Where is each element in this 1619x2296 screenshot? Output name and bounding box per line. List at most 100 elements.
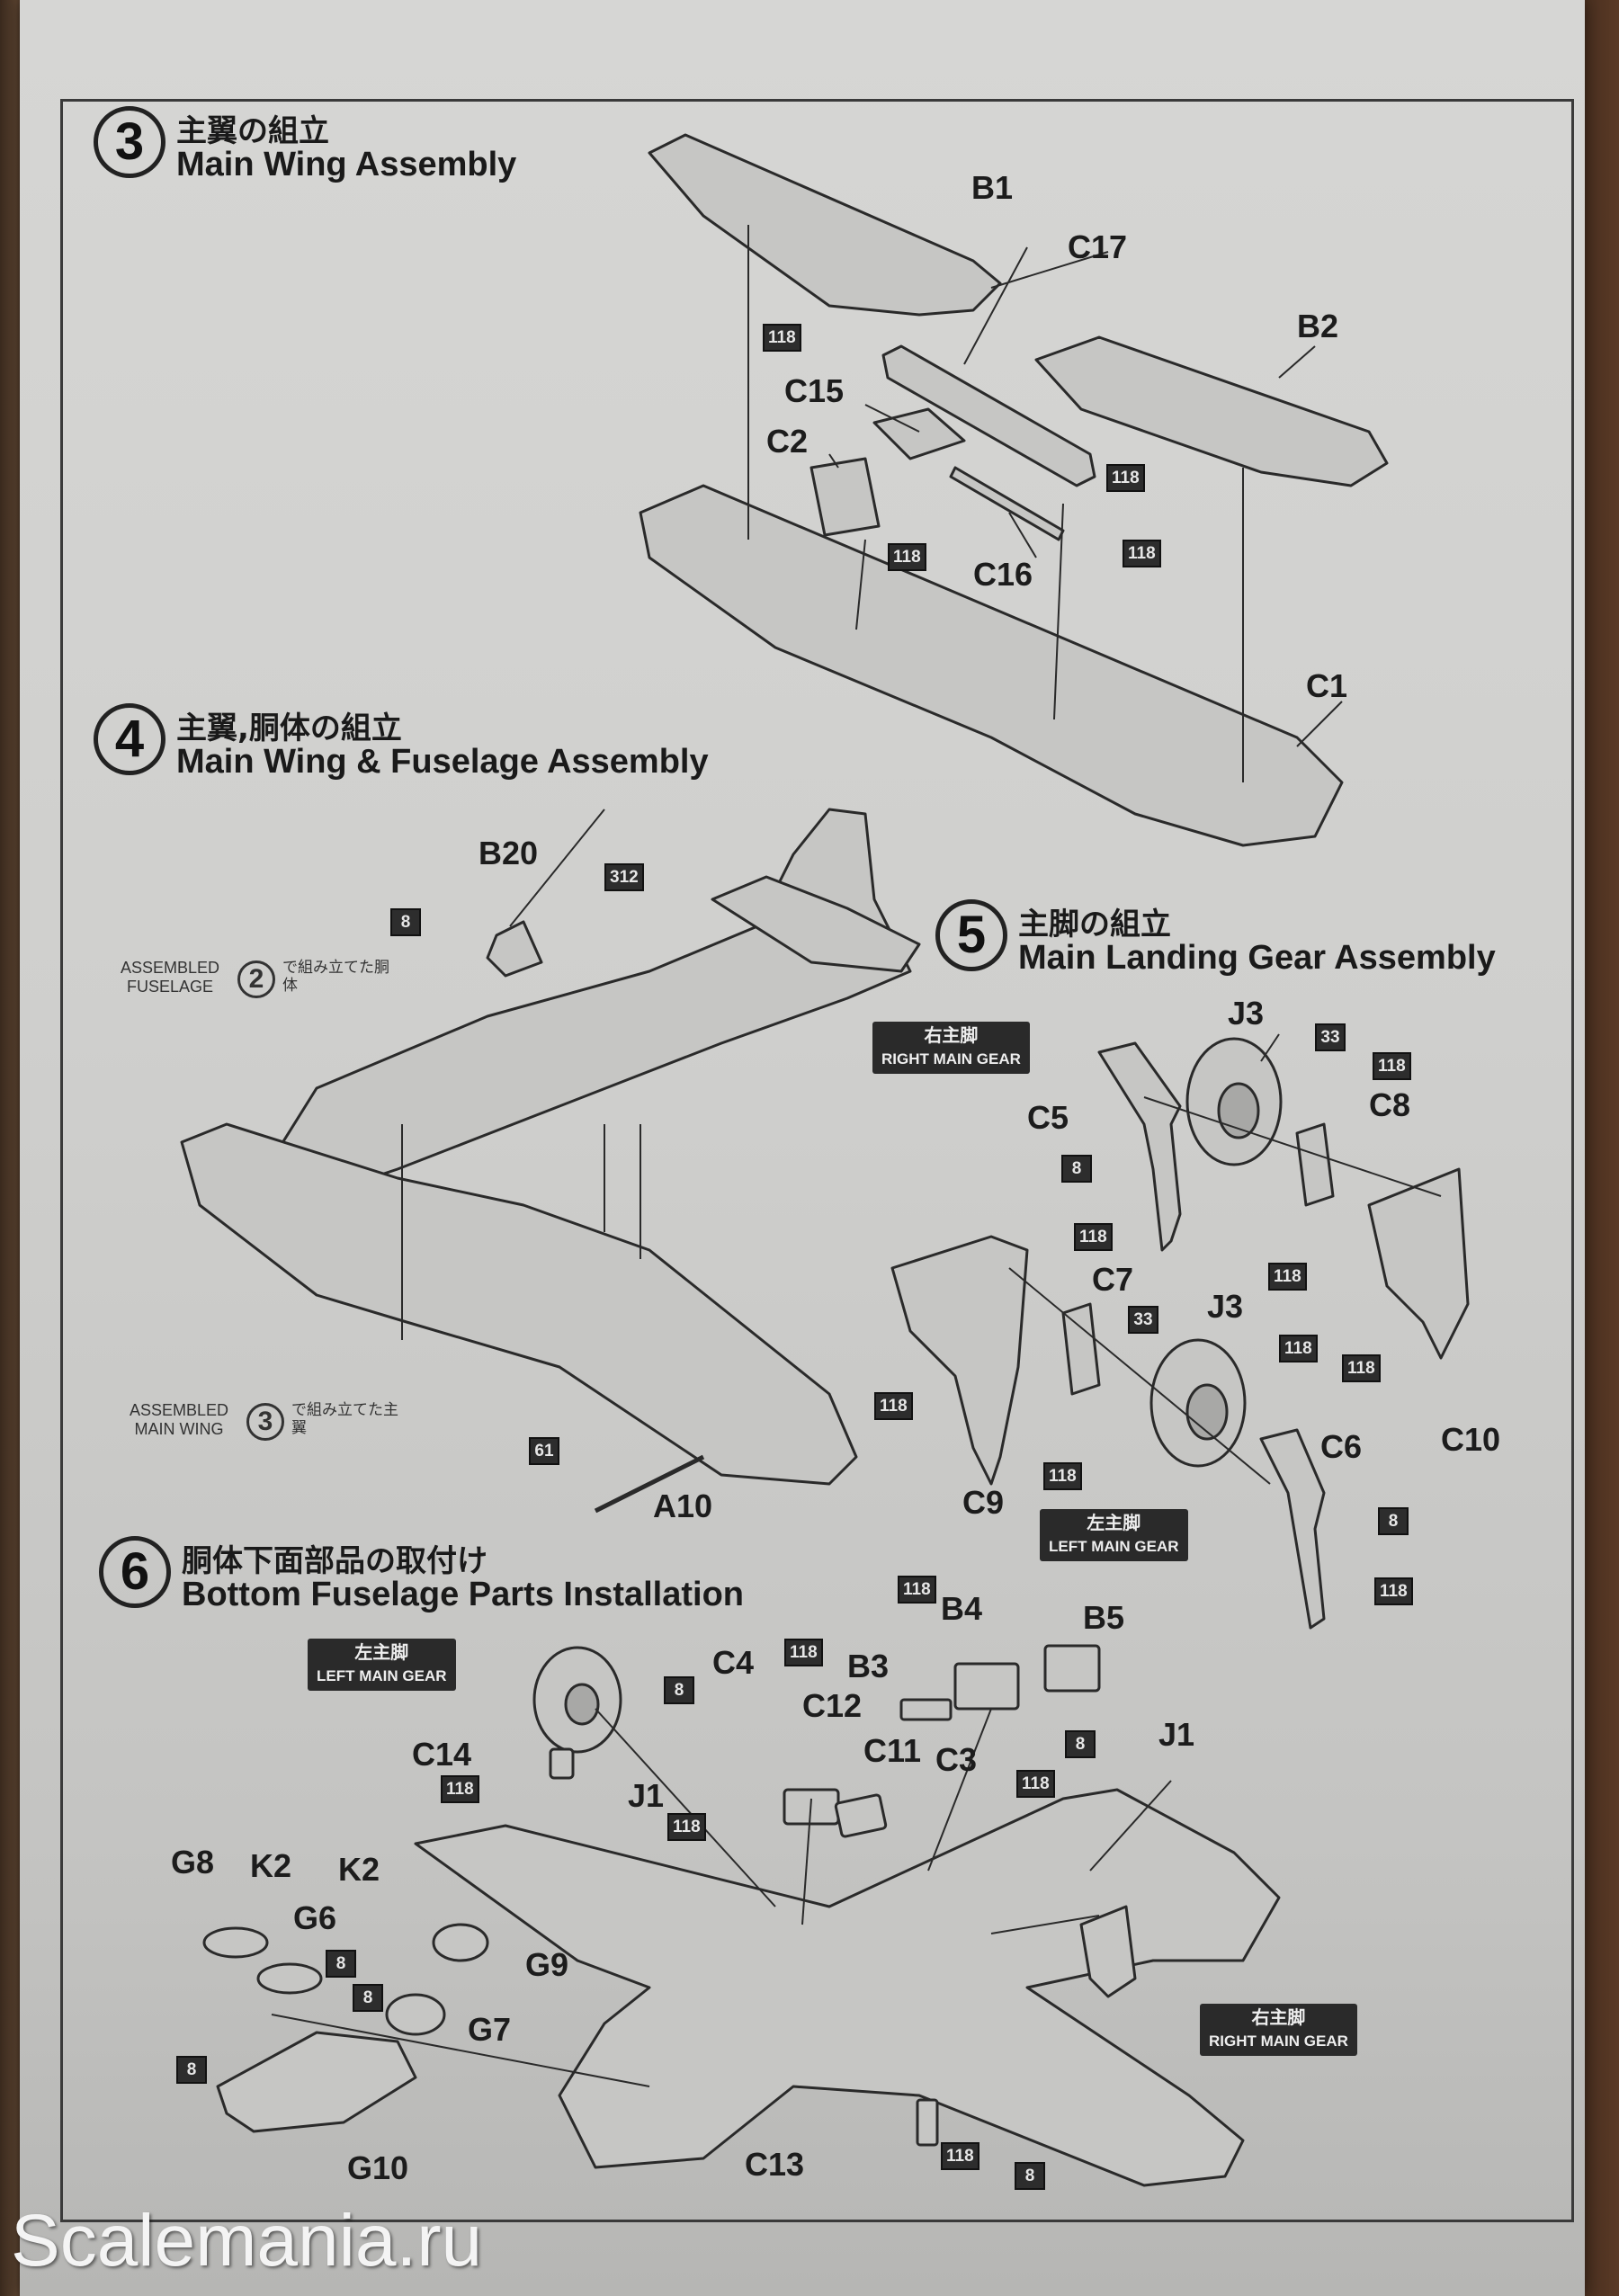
assembled-fuselage-en: ASSEMBLED FUSELAGE xyxy=(120,959,220,996)
left-gear-jp: 左主脚 xyxy=(308,1639,456,1666)
part-c8 xyxy=(1295,1122,1335,1207)
color-code-8: 8 xyxy=(1065,1730,1096,1758)
part-c6-strut xyxy=(1259,1428,1326,1630)
part-c16-rod xyxy=(949,466,1065,541)
part-c2 xyxy=(810,457,881,537)
part-label-c6: C6 xyxy=(1320,1428,1363,1465)
part-label-g6: G6 xyxy=(293,1899,337,1936)
instruction-sheet: 3 主翼の組立 Main Wing Assembly B1 C17 B2 C15… xyxy=(20,0,1585,2296)
step-number: 5 xyxy=(935,899,1007,971)
color-code-118: 118 xyxy=(1279,1335,1318,1362)
watermark: Scalemania.ru xyxy=(11,2200,483,2282)
part-a10-antenna xyxy=(594,1454,705,1514)
part-g7 xyxy=(385,1993,446,2036)
page-frame xyxy=(60,99,1574,2222)
color-code-118: 118 xyxy=(763,324,801,352)
part-c15 xyxy=(872,407,966,460)
part-c1-lower-wing xyxy=(639,484,1344,847)
part-label-c11: C11 xyxy=(863,1732,922,1769)
right-gear-en: RIGHT MAIN GEAR xyxy=(1200,2031,1357,2056)
color-code-33: 33 xyxy=(1128,1306,1158,1334)
part-label-g8: G8 xyxy=(171,1844,215,1881)
assembled-wing-jp: で組み立てた主翼 xyxy=(291,1401,398,1437)
color-code-8: 8 xyxy=(353,1984,383,2012)
color-code-118: 118 xyxy=(1268,1263,1307,1291)
part-c14 xyxy=(549,1747,575,1780)
color-code-118: 118 xyxy=(667,1813,706,1841)
part-b3 xyxy=(899,1698,953,1721)
part-label-k2: K2 xyxy=(250,1847,292,1884)
part-b2-upper-wing xyxy=(1034,335,1389,487)
part-label-c7: C7 xyxy=(1092,1261,1134,1298)
part-label-g9: G9 xyxy=(525,1946,569,1983)
part-label-k2: K2 xyxy=(338,1851,380,1888)
color-code-118: 118 xyxy=(441,1775,479,1803)
color-code-118: 118 xyxy=(888,543,926,571)
part-label-b5: B5 xyxy=(1083,1599,1125,1636)
part-label-j3: J3 xyxy=(1228,995,1265,1032)
left-gear-en: LEFT MAIN GEAR xyxy=(1040,1536,1188,1561)
color-code-118: 118 xyxy=(784,1639,823,1666)
assembled-wing-step: 3 xyxy=(246,1403,284,1441)
color-code-118: 118 xyxy=(1106,464,1145,492)
color-code-8: 8 xyxy=(664,1676,694,1704)
step-title-jp: 主翼,胴体の組立 xyxy=(176,710,402,746)
part-label-c17: C17 xyxy=(1068,228,1128,265)
step-number: 4 xyxy=(94,703,165,775)
part-label-c10: C10 xyxy=(1441,1421,1501,1458)
color-code-8: 8 xyxy=(1378,1507,1409,1535)
part-g10 xyxy=(216,2031,417,2133)
color-code-33: 33 xyxy=(1315,1023,1346,1051)
part-label-j1: J1 xyxy=(628,1777,665,1814)
part-label-c5: C5 xyxy=(1027,1099,1069,1136)
right-gear-unit xyxy=(1079,1905,1137,1998)
part-c13 xyxy=(916,2098,939,2147)
step-number: 3 xyxy=(94,106,165,178)
part-g9 xyxy=(432,1923,489,1962)
part-label-b4: B4 xyxy=(941,1590,983,1627)
part-label-g7: G7 xyxy=(468,2011,512,2048)
part-label-c13: C13 xyxy=(745,2146,805,2183)
part-label-j3: J3 xyxy=(1207,1288,1244,1325)
part-b4 xyxy=(953,1662,1020,1711)
part-label-c3: C3 xyxy=(935,1741,978,1778)
part-c5-strut xyxy=(1097,1041,1182,1252)
step-title-jp: 胴体下面部品の取付け xyxy=(182,1543,487,1579)
color-code-312: 312 xyxy=(604,863,644,891)
color-code-8: 8 xyxy=(176,2056,207,2084)
part-label-b2: B2 xyxy=(1297,308,1339,344)
assembled-fuselage-step: 2 xyxy=(237,960,275,998)
part-c11 xyxy=(834,1793,888,1838)
part-b5 xyxy=(1043,1644,1101,1693)
left-main-gear-tag: 左主脚 LEFT MAIN GEAR xyxy=(308,1639,456,1691)
main-wing-assembly xyxy=(180,1122,858,1486)
color-code-118: 118 xyxy=(1373,1052,1411,1080)
part-label-c8: C8 xyxy=(1369,1086,1411,1123)
color-code-118: 118 xyxy=(898,1576,936,1604)
step-title-jp: 主脚の組立 xyxy=(1018,907,1171,943)
right-gear-jp: 右主脚 xyxy=(872,1022,1030,1049)
step-number: 6 xyxy=(99,1536,171,1608)
part-b1-upper-wing xyxy=(648,133,1002,317)
assembled-fuselage-jp: で組み立てた胴体 xyxy=(282,959,389,995)
color-code-118: 118 xyxy=(874,1392,913,1420)
color-code-8: 8 xyxy=(1061,1155,1092,1183)
part-label-c12: C12 xyxy=(802,1687,863,1724)
part-c17-spar xyxy=(881,344,1096,487)
color-code-8: 8 xyxy=(1015,2162,1045,2190)
color-code-118: 118 xyxy=(1342,1354,1381,1382)
part-label-b1: B1 xyxy=(971,169,1014,206)
left-gear-jp: 左主脚 xyxy=(1040,1509,1188,1536)
color-code-118: 118 xyxy=(1043,1462,1082,1490)
part-g6 xyxy=(256,1962,323,1995)
part-label-a10: A10 xyxy=(653,1487,713,1524)
right-gear-en: RIGHT MAIN GEAR xyxy=(872,1049,1030,1074)
bottom-view-aircraft xyxy=(414,1788,1281,2187)
color-code-8: 8 xyxy=(390,908,421,936)
part-c7 xyxy=(1061,1302,1101,1396)
part-label-b20: B20 xyxy=(479,835,539,871)
step-title-jp: 主翼の組立 xyxy=(176,113,329,149)
tailplane xyxy=(711,875,921,973)
color-code-118: 118 xyxy=(941,2142,979,2170)
part-label-c14: C14 xyxy=(412,1736,472,1773)
